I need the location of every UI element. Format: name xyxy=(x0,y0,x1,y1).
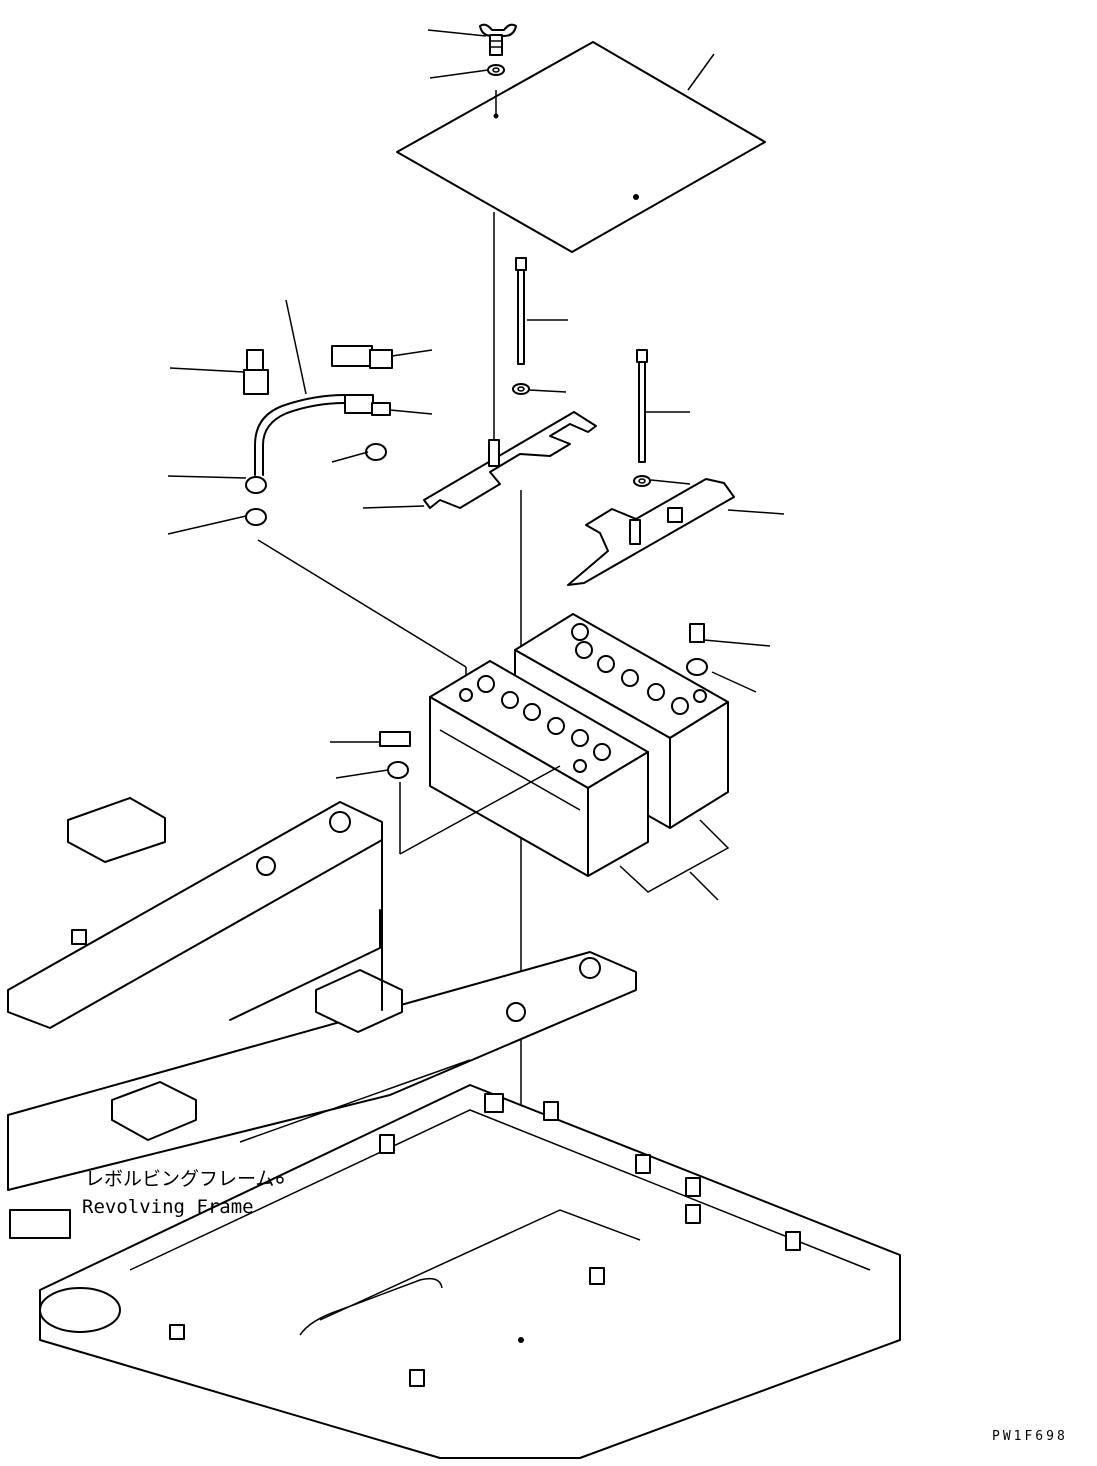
hold-down-rod-right xyxy=(633,349,651,487)
battery-cable xyxy=(254,394,346,476)
cover-plate-assembly xyxy=(396,23,766,253)
cover-hole xyxy=(633,194,639,200)
frame-label-jp: レボルビングフレーム xyxy=(85,1168,274,1190)
wing-bolt xyxy=(479,23,517,56)
cable-nut-c xyxy=(245,508,267,526)
cable-nut-b xyxy=(245,476,267,494)
cable-clamp xyxy=(344,394,391,416)
terminal-clamp xyxy=(379,731,561,855)
leader-lines xyxy=(167,29,785,1143)
terminal-connector xyxy=(331,345,393,369)
battery-bracket-left xyxy=(423,411,597,509)
drawing-code: PW1F698 xyxy=(992,1429,1068,1444)
battery-front xyxy=(429,660,649,877)
revolving-frame xyxy=(7,797,901,1459)
cover-plate xyxy=(396,41,766,253)
cover-washer xyxy=(487,64,505,76)
battery-bracket-right xyxy=(567,478,735,586)
label-dot xyxy=(276,1176,284,1184)
frame-label-en: Revolving Frame xyxy=(82,1196,254,1218)
battery-cable-assembly xyxy=(243,345,467,680)
terminal-cap xyxy=(243,349,269,395)
hold-down-rod-left xyxy=(512,257,530,395)
cable-nut-a xyxy=(365,443,387,461)
